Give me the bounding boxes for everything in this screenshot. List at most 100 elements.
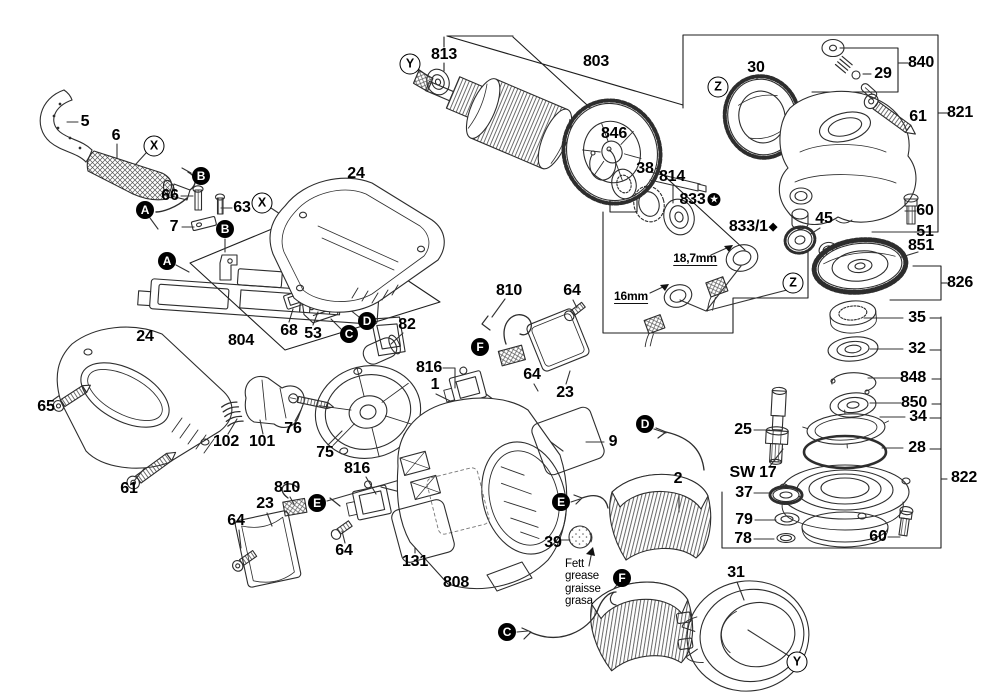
part-label-850-37: 850 — [900, 394, 928, 411]
part-label-7-6: 7 — [169, 218, 179, 235]
part-label-23-80: 23 — [256, 495, 274, 512]
callout-c-59: C — [340, 325, 358, 343]
sticker-9 — [531, 406, 605, 476]
part-label-61-23: 61 — [909, 108, 927, 125]
callout-b-3: B — [192, 167, 210, 185]
callout-e-72: E — [552, 493, 570, 511]
brush-lead-810-lower — [281, 483, 341, 507]
bearing-850 — [829, 392, 877, 418]
switch-lock-post — [219, 254, 238, 281]
part-label-29-21: 29 — [874, 65, 892, 82]
washer-32 — [827, 336, 879, 362]
part-label-9-69: 9 — [608, 433, 618, 450]
screw-61-handle — [126, 451, 177, 490]
part-label-821-24: 821 — [946, 104, 974, 121]
spring-840 — [834, 55, 853, 74]
part-label-60-25: 60 — [916, 202, 934, 219]
motor-housing-1 — [396, 397, 568, 590]
part-label-76-54: 76 — [284, 420, 302, 437]
washer-79 — [774, 512, 800, 526]
gearbox-housing-821 — [778, 90, 917, 225]
part-label-34-38: 34 — [909, 408, 927, 425]
brush-holder-816-upper — [443, 366, 487, 405]
callout-f-64: F — [471, 338, 489, 356]
callout-f-75: F — [613, 569, 631, 587]
part-label-24-49: 24 — [136, 328, 154, 345]
part-label-61-51: 61 — [120, 480, 138, 497]
fan-baffle-75 — [314, 365, 422, 459]
capacitor-82 — [362, 334, 401, 365]
part-label-39-73: 39 — [544, 534, 562, 551]
clamp-lever-101 — [244, 376, 305, 428]
part-label-75-55: 75 — [316, 444, 334, 461]
part-label-848-36: 848 — [899, 369, 927, 386]
part-label-79-43: 79 — [735, 511, 753, 528]
coil-lead-d — [655, 427, 705, 471]
field-coil-2-upper — [609, 473, 712, 561]
part-label-814-17: 814 — [658, 168, 686, 185]
callout-z-32: Z — [782, 272, 804, 294]
part-label-2-71: 2 — [673, 470, 683, 487]
part-label-66-4: 66 — [161, 187, 179, 204]
part-label-101-53: 101 — [248, 433, 276, 450]
grease-cap-39 — [568, 525, 593, 549]
part-label-102-52: 102 — [212, 433, 240, 450]
ball-29 — [851, 70, 861, 80]
part-label-45-28: 45 — [815, 210, 833, 227]
spindle-25 — [764, 386, 789, 465]
brush-lead-810-upper — [481, 314, 532, 345]
part-label-30-19: 30 — [747, 59, 765, 76]
part-label-833-18: 833★ — [679, 192, 721, 208]
spring-102 — [221, 401, 244, 427]
part-label-78-44: 78 — [734, 530, 752, 547]
plate-7 — [190, 216, 217, 232]
bearing-16mm — [663, 284, 693, 308]
part-label-32-35: 32 — [908, 340, 926, 357]
part-label-64-81: 64 — [227, 512, 245, 529]
part-label-25-40: 25 — [734, 421, 752, 438]
part-label-803-14: 803 — [582, 53, 610, 70]
ring-78 — [776, 532, 796, 544]
callout-d-60: D — [358, 312, 376, 330]
power-cord — [39, 89, 93, 163]
callout-z-20: Z — [707, 76, 729, 98]
part-label-23-67: 23 — [556, 384, 574, 401]
power-lead-c — [521, 591, 617, 640]
screw-60-gearhead — [903, 193, 919, 225]
leader-arrowheads — [586, 245, 733, 556]
cord-sleeve — [86, 150, 196, 213]
coil-lead-e — [573, 494, 609, 509]
part-label-804-56: 804 — [227, 332, 255, 349]
sticker-131 — [391, 499, 455, 563]
group-bracket-armature — [443, 35, 746, 251]
armature-803 — [412, 69, 707, 206]
part-label-64-66: 64 — [523, 366, 541, 383]
part-label-53-58: 53 — [304, 325, 322, 342]
part-label-37-42: 37 — [735, 484, 753, 501]
wave-washer-846 — [611, 168, 637, 200]
part-label-82-61: 82 — [398, 316, 416, 333]
toothed-washer-37 — [768, 485, 804, 505]
sticker-808 — [486, 561, 533, 592]
carbon-brush-18 — [705, 276, 729, 312]
star-icon: ★ — [707, 193, 721, 206]
screw-64-lower-mid — [330, 520, 353, 540]
part-label-60-46: 60 — [869, 528, 887, 545]
part-label-24-11: 24 — [347, 165, 365, 182]
part-label-816-65: 816 — [415, 359, 443, 376]
part-label-38-16: 38 — [636, 160, 654, 177]
callout-a-10: A — [158, 252, 176, 270]
brush-holder-816-lower — [346, 480, 392, 521]
part-label-5-0: 5 — [80, 113, 90, 130]
part-label-35-34: 35 — [908, 309, 926, 326]
carbon-brush-16 — [643, 314, 666, 348]
crown-gear-826 — [811, 237, 909, 295]
part-label-31-47: 31 — [727, 564, 745, 581]
screw-65 — [52, 384, 91, 412]
toothed-ring-38 — [633, 185, 665, 223]
part-label-846-15: 846 — [600, 125, 628, 142]
part-label-1-68: 1 — [430, 376, 440, 393]
callout-c-76: C — [498, 623, 516, 641]
